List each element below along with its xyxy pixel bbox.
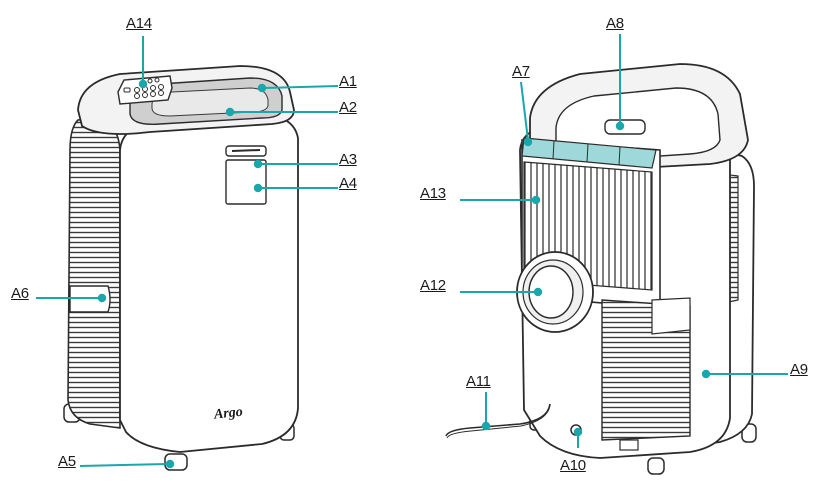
front-body	[119, 115, 299, 453]
label-a9[interactable]: A9	[790, 361, 808, 378]
label-a8[interactable]: A8	[606, 15, 624, 32]
label-a12[interactable]: A12	[420, 277, 446, 294]
side-grille	[67, 117, 121, 429]
control-buttons	[123, 77, 164, 99]
brand-logo: Argo	[212, 405, 243, 423]
filter-strip	[521, 137, 657, 169]
power-cord	[445, 403, 551, 437]
label-a3[interactable]: A3	[339, 151, 357, 168]
label-a14[interactable]: A14	[126, 15, 152, 32]
leader-lines	[36, 34, 788, 469]
label-a4[interactable]: A4	[339, 175, 357, 192]
label-a13[interactable]: A13	[420, 185, 446, 202]
label-a2[interactable]: A2	[339, 99, 357, 116]
label-a5[interactable]: A5	[58, 453, 76, 470]
label-a11[interactable]: A11	[466, 373, 491, 390]
label-a1[interactable]: A1	[339, 73, 357, 90]
front-unit: Argo	[63, 65, 299, 471]
label-a10[interactable]: A10	[560, 457, 586, 474]
display-window	[225, 159, 267, 205]
label-a7[interactable]: A7	[512, 63, 530, 80]
rear-unit	[445, 63, 757, 475]
label-a6[interactable]: A6	[11, 285, 29, 302]
top-handle-slot	[604, 119, 646, 135]
